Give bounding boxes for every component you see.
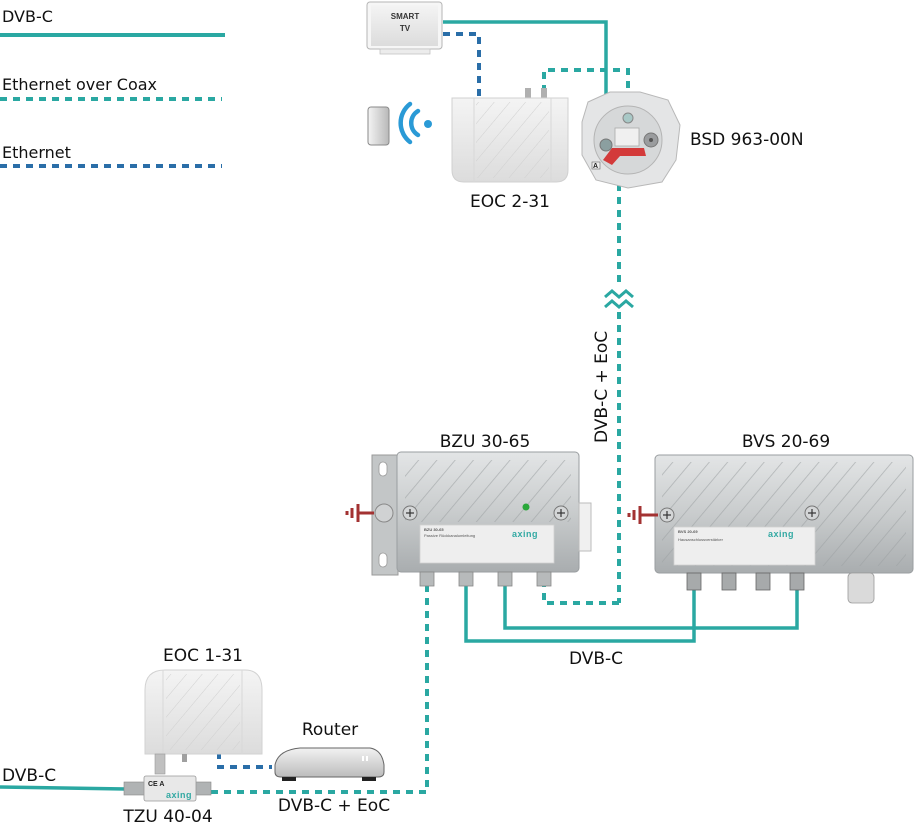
bsd-963-00n-outlet[interactable]: A <box>581 91 681 189</box>
bvs-20-69-device[interactable]: BVS 20-69 Hausanschlussverstärker axing <box>654 454 914 604</box>
legend-label: Ethernet <box>2 143 71 162</box>
router-device[interactable] <box>274 747 385 781</box>
bvs-label: BVS 20-69 <box>742 432 830 452</box>
svg-text:CE A: CE A <box>148 781 164 788</box>
cable-ethernet-tv-eoc <box>443 32 481 98</box>
cable-dvbc-input <box>0 785 127 791</box>
legend: DVB-C Ethernet over Coax Ethernet <box>0 7 225 168</box>
legend-item-dvbc: DVB-C <box>0 7 225 37</box>
a-mark-icon: A <box>593 163 598 170</box>
cable-ethernet-eoc1-router <box>217 752 272 769</box>
cable-dvbc-bzu3-bvs4 <box>503 585 799 630</box>
bvs-plate-title: BVS 20-69 <box>678 529 698 534</box>
legend-item-eoc: Ethernet over Coax <box>0 75 222 101</box>
tzu-40-04-splitter[interactable]: CE A axing <box>123 775 212 802</box>
legend-label: Ethernet over Coax <box>2 75 157 94</box>
bzu-label: BZU 30-65 <box>440 432 531 452</box>
tzu-label: TZU 40-04 <box>122 807 212 827</box>
status-led <box>522 503 530 511</box>
input-link-label: DVB-C <box>2 766 56 786</box>
cable-dvbc-bzu2-bvs1 <box>464 585 696 643</box>
eoc-1-31-label: EOC 1-31 <box>163 646 243 666</box>
cable-break-icon <box>604 289 634 309</box>
bzu-30-65-device[interactable]: BZU 30-65 Passive Rückkanalumleitung axi… <box>371 451 592 587</box>
bzu-plate-subtitle: Passive Rückkanalumleitung <box>424 533 475 538</box>
bvs-plate-subtitle: Hausanschlussverstärker <box>678 537 724 542</box>
router-label: Router <box>302 720 358 740</box>
tzu-brand: axing <box>166 790 192 800</box>
amp-link-label: DVB-C <box>569 649 623 669</box>
eoc-2-31-label: EOC 2-31 <box>470 192 550 212</box>
cable-eoc-bzu-port4 <box>542 585 619 605</box>
bzu-plate-title: BZU 30-65 <box>424 527 444 532</box>
wifi-icon <box>398 101 432 145</box>
eoc-1-31-device[interactable] <box>144 669 263 775</box>
legend-label: DVB-C <box>2 7 53 26</box>
bzu-brand: axing <box>512 529 538 539</box>
bsd-label: BSD 963-00N <box>690 130 804 150</box>
smart-tv[interactable]: SMART TV <box>366 1 443 55</box>
smart-tv-label: SMART <box>391 12 420 21</box>
eoc-2-31-device[interactable] <box>451 88 569 183</box>
bottom-link-label: DVB-C + EoC <box>278 796 390 816</box>
smart-tv-label: TV <box>400 24 411 33</box>
vertical-link-label: DVB-C + EoC <box>592 331 612 443</box>
ground-icon <box>345 504 374 522</box>
cable-eoc-bzu-tzu <box>206 585 429 794</box>
bvs-brand: axing <box>768 529 794 539</box>
legend-item-ethernet: Ethernet <box>0 143 222 168</box>
smartphone[interactable] <box>367 106 390 146</box>
ground-icon <box>627 506 658 524</box>
